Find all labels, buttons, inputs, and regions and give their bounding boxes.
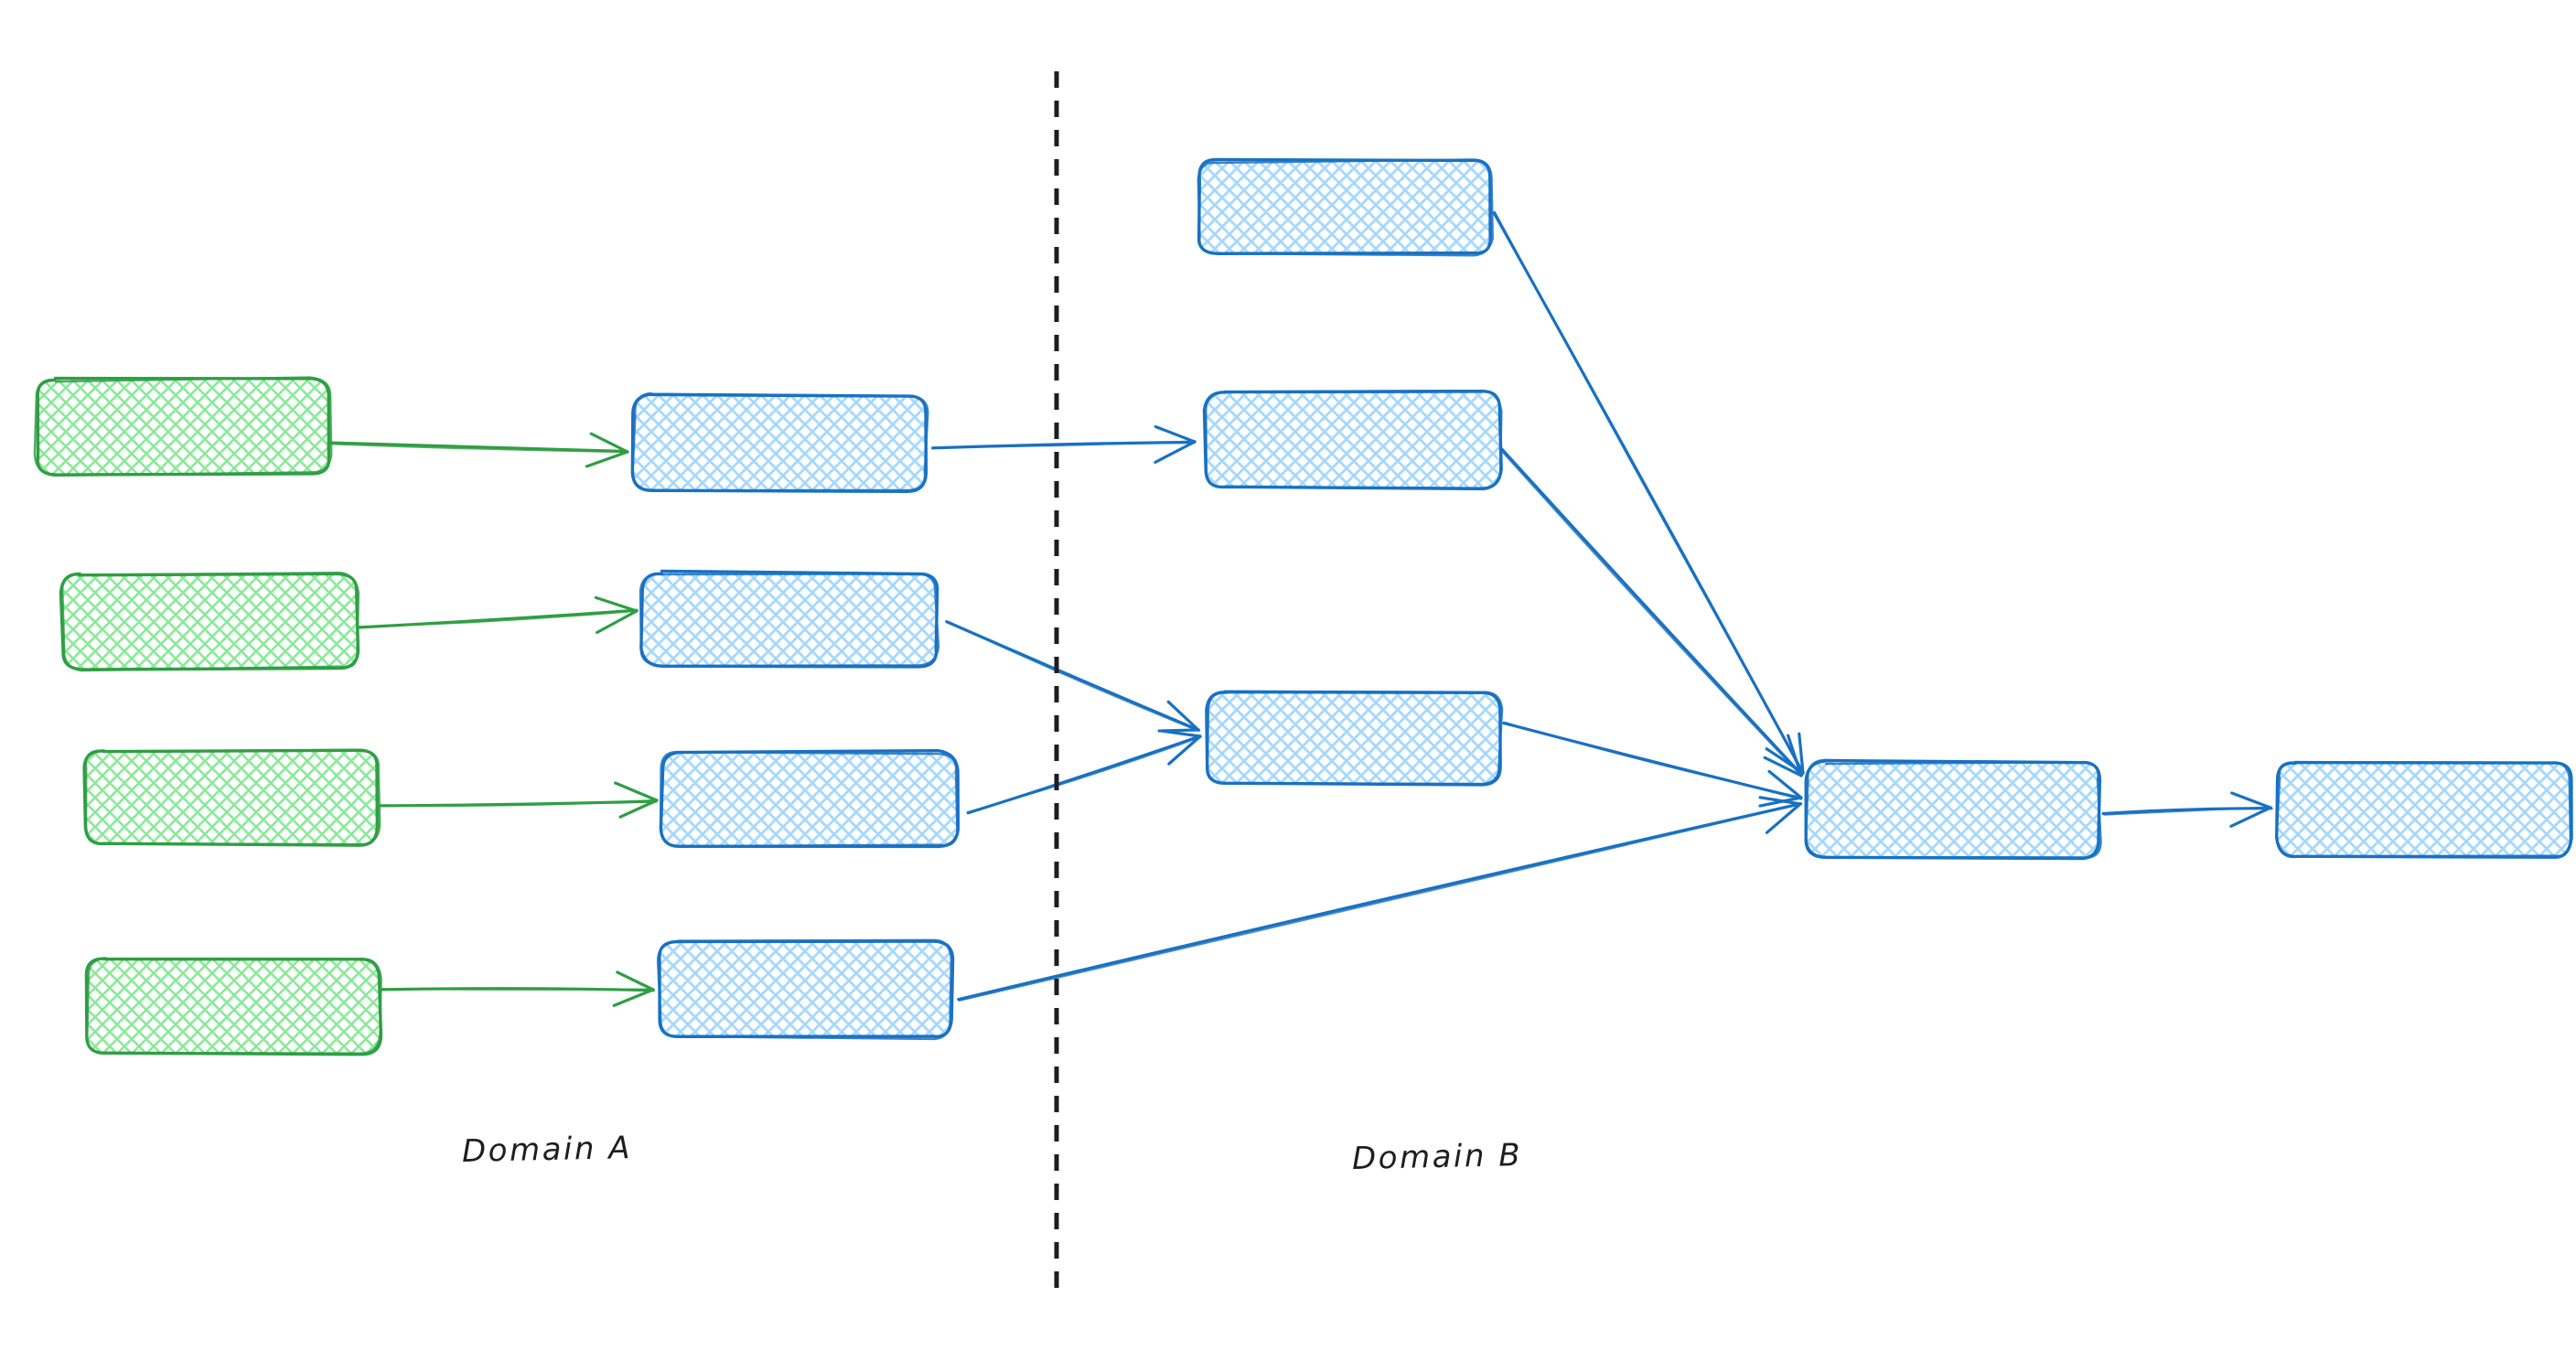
edge-e-b1-c2[interactable] (930, 424, 1197, 464)
edge-shaft (358, 609, 638, 628)
node-fill (662, 752, 957, 847)
node-outline (656, 938, 952, 1041)
edge-arrowhead (1167, 734, 1202, 766)
node-b4[interactable] (656, 938, 955, 1041)
edge-arrowhead (1798, 732, 1805, 775)
edge-shaft (932, 440, 1197, 449)
node-fill (2278, 762, 2571, 857)
edges-layer (327, 210, 2273, 1007)
edge-arrowhead (1767, 769, 1803, 799)
edge-arrowhead (1154, 424, 1197, 444)
node-fill (1208, 692, 1500, 784)
edge-arrowhead (1765, 802, 1802, 834)
edge-arrowhead (589, 432, 629, 454)
edge-shaft (1498, 447, 1802, 777)
nodes-layer (33, 157, 2573, 1056)
node-outline (639, 573, 940, 668)
edge-e-a1-b1[interactable] (327, 432, 629, 468)
edge-e-c3-d1[interactable] (1502, 721, 1803, 808)
node-a1[interactable] (33, 376, 333, 477)
edge-e-c1-d1[interactable] (1492, 210, 1805, 775)
edge-e-a2-b2[interactable] (356, 595, 639, 635)
node-d1[interactable] (1804, 758, 2102, 861)
edge-e-d1-e1[interactable] (2101, 791, 2273, 828)
node-c1[interactable] (1197, 157, 1495, 257)
edge-arrowhead (1166, 700, 1200, 732)
edge-shaft (966, 735, 1202, 813)
edge-shaft (327, 443, 629, 454)
edge-shaft (958, 803, 1801, 1002)
edge-arrowhead (618, 799, 659, 819)
node-outline (1206, 690, 1504, 786)
edge-shaft (957, 802, 1803, 1002)
edge-shaft (327, 441, 628, 454)
edge-arrowhead (585, 450, 629, 468)
edge-arrowhead (1787, 734, 1803, 777)
edge-arrowhead (2229, 806, 2272, 828)
node-c2[interactable] (1202, 389, 1503, 491)
node-outline (1805, 758, 2102, 859)
edge-arrowhead (612, 988, 655, 1007)
node-fill (633, 395, 926, 491)
node-outline (84, 748, 381, 846)
node-outline (630, 392, 928, 494)
node-outline (2275, 761, 2572, 858)
edge-shaft (1503, 721, 1802, 799)
node-outline (659, 750, 959, 848)
node-fill (1198, 161, 1491, 254)
node-fill (1206, 391, 1500, 488)
edge-shaft (1498, 445, 1804, 777)
node-a4[interactable] (84, 957, 383, 1056)
edge-arrowhead (1758, 796, 1803, 808)
node-fill (37, 380, 329, 474)
node-e1[interactable] (2275, 760, 2573, 859)
node-fill (659, 942, 951, 1037)
edge-shaft (1494, 210, 1805, 775)
node-b2[interactable] (639, 569, 940, 669)
edge-shaft (2103, 806, 2272, 816)
edge-e-b3-c3[interactable] (966, 729, 1202, 815)
node-outline (1205, 389, 1503, 489)
node-outline (639, 569, 939, 669)
node-fill (642, 573, 937, 667)
node-outline (33, 376, 333, 477)
edge-arrowhead (594, 595, 639, 613)
node-outline (86, 957, 382, 1055)
node-a2[interactable] (59, 571, 360, 672)
edge-shaft (381, 988, 654, 991)
node-fill (85, 750, 378, 844)
edge-arrowhead (616, 970, 655, 991)
edge-e-a4-b4[interactable] (381, 970, 655, 1007)
node-c3[interactable] (1205, 690, 1504, 787)
domain-a-label: Domain A (461, 1130, 633, 1170)
node-b1[interactable] (630, 391, 929, 494)
edge-e-a3-b3[interactable] (378, 781, 659, 819)
edge-arrowhead (614, 781, 659, 802)
edge-arrowhead (1154, 440, 1197, 464)
node-fill (87, 959, 380, 1054)
edge-e-b4-d1[interactable] (957, 796, 1803, 1002)
edge-arrowhead (1160, 729, 1202, 738)
edge-shaft (945, 620, 1199, 732)
edge-e-b2-c3[interactable] (945, 620, 1201, 733)
node-outline (631, 391, 929, 492)
node-outline (1197, 158, 1495, 257)
node-fill (62, 574, 357, 669)
edge-shaft (378, 799, 659, 807)
edge-e-c2-d1[interactable] (1498, 445, 1804, 777)
edge-arrowhead (596, 609, 639, 635)
node-b3[interactable] (659, 748, 961, 849)
edge-arrowhead (1763, 756, 1803, 777)
node-fill (1807, 762, 2099, 858)
node-a3[interactable] (82, 748, 381, 847)
edge-arrowhead (2230, 791, 2272, 809)
node-outline (60, 571, 360, 672)
domain-b-label: Domain B (1351, 1137, 1523, 1177)
